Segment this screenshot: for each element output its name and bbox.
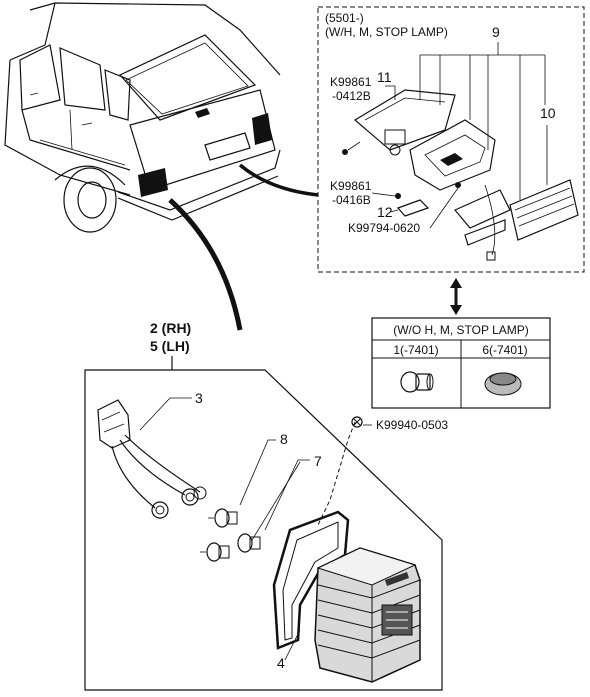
- rear-combination-lamp-detail: 3 8 7 4 K99940-0503: [84, 369, 448, 691]
- alt-table-col1: 1(-7401): [393, 343, 438, 357]
- inset-serial: (5501-): [325, 11, 364, 25]
- bulb-8: [208, 508, 238, 528]
- callout-11: 11: [377, 69, 392, 85]
- assembly-lh-label: 5 (LH): [150, 338, 190, 354]
- high-mount-stop-lamp-inset: (5501-) (W/H, M, STOP LAMP) 9 10 11 12 K…: [317, 6, 585, 273]
- alt-table-header: (W/O H, M, STOP LAMP): [393, 323, 529, 337]
- callout-8: 8: [280, 431, 288, 447]
- alt-table-col2: 6(-7401): [482, 343, 527, 357]
- bulb-7b: [237, 533, 261, 553]
- tail-lamp-lens: [314, 547, 421, 683]
- callout-10: 10: [540, 105, 556, 121]
- bulb-7a: [200, 542, 230, 562]
- assembly-rh-label: 2 (RH): [150, 320, 191, 336]
- part-k99861-b: K99861: [330, 179, 372, 193]
- callout-9: 9: [492, 24, 500, 40]
- part-k99861-a: K99861: [330, 75, 372, 89]
- callout-12: 12: [377, 204, 393, 220]
- part-k99794: K99794-0620: [348, 221, 420, 235]
- double-arrow: [450, 278, 462, 315]
- callout-3: 3: [195, 390, 203, 406]
- screw-part-number: K99940-0503: [376, 418, 448, 432]
- part-k99861-b-suffix: -0416B: [332, 193, 371, 207]
- pointer-arrow-inset: [238, 163, 319, 197]
- callout-7: 7: [314, 453, 322, 469]
- callout-4: 4: [277, 655, 285, 671]
- alternate-parts-table: (W/O H, M, STOP LAMP) 1(-7401) 6(-7401): [371, 317, 551, 409]
- vehicle-rear-illustration: [4, 2, 281, 233]
- pointer-arrow: [168, 198, 243, 331]
- part-k99861-a-suffix: -0412B: [332, 89, 371, 103]
- inset-variant: (W/H, M, STOP LAMP): [325, 25, 448, 39]
